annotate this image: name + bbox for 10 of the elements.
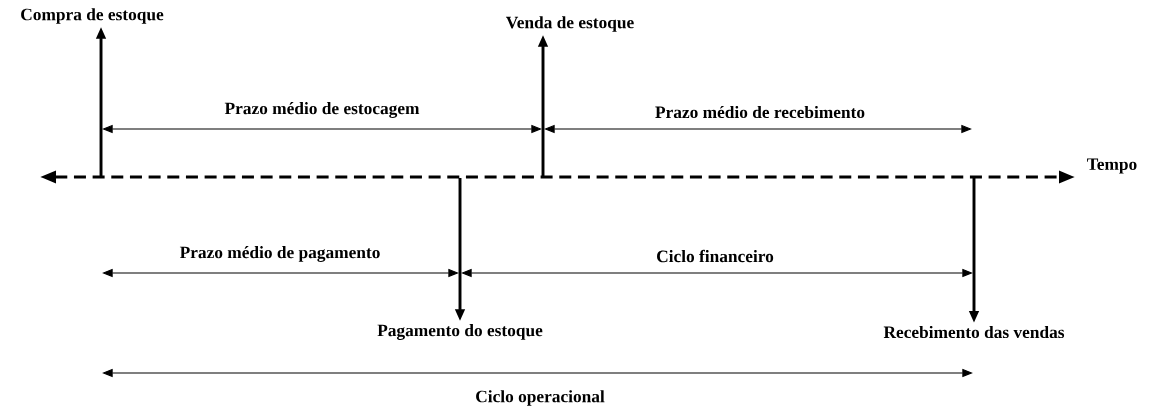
period-label: Prazo médio de recebimento xyxy=(655,105,865,119)
period-label: Prazo médio de pagamento xyxy=(179,246,380,262)
period-label: Prazo médio de estocagem xyxy=(224,102,420,118)
axis-label: Tempo xyxy=(1087,158,1137,174)
event-label: Recebimento das vendas xyxy=(883,325,1065,339)
event-label: Venda de estoque xyxy=(506,16,634,32)
period-label: Ciclo financeiro xyxy=(657,249,774,263)
event-label: Pagamento do estoque xyxy=(377,324,543,340)
period-label: Ciclo operacional xyxy=(476,390,605,406)
event-label: Compra de estoque xyxy=(21,8,164,24)
